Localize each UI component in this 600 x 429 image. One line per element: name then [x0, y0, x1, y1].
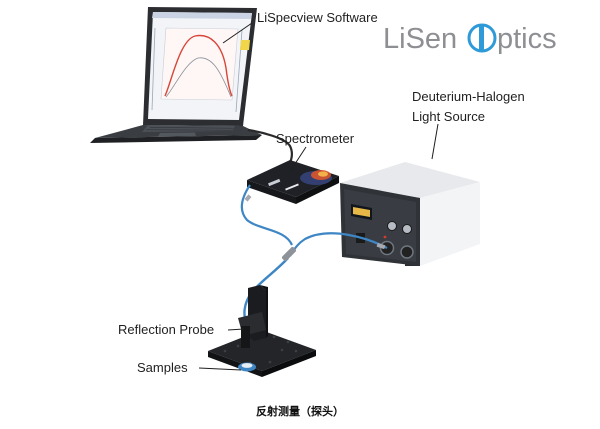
label-spectrometer: Spectrometer — [276, 131, 355, 146]
probe-stand — [208, 285, 316, 377]
spectrometer-unit — [247, 160, 339, 204]
logo-text-right: ptics — [497, 23, 557, 55]
callout-light-source — [431, 123, 439, 160]
callout-samples — [198, 367, 242, 371]
callout-spectrometer — [290, 146, 307, 171]
light-source-unit — [340, 162, 480, 266]
label-samples: Samples — [137, 360, 188, 375]
label-light-source-line1: Deuterium-Halogen — [412, 89, 525, 104]
label-software: LiSpecview Software — [257, 10, 378, 25]
callout-software — [222, 22, 253, 44]
software-screen — [148, 12, 252, 120]
callout-probe — [227, 328, 245, 331]
logo-text-left: LiSen — [383, 23, 457, 55]
laptop-with-software — [90, 7, 262, 143]
fiber-spectrometer — [240, 184, 294, 246]
label-reflection-probe: Reflection Probe — [118, 322, 214, 337]
lisen-optics-logo: LiSen ptics — [383, 23, 557, 55]
label-light-source-line2: Light Source — [412, 109, 485, 124]
figure-caption: 反射测量（探头） — [256, 404, 344, 418]
usb-cable — [247, 128, 293, 164]
logo-o-mark — [467, 23, 497, 53]
fiber-y-coupler — [282, 247, 296, 261]
